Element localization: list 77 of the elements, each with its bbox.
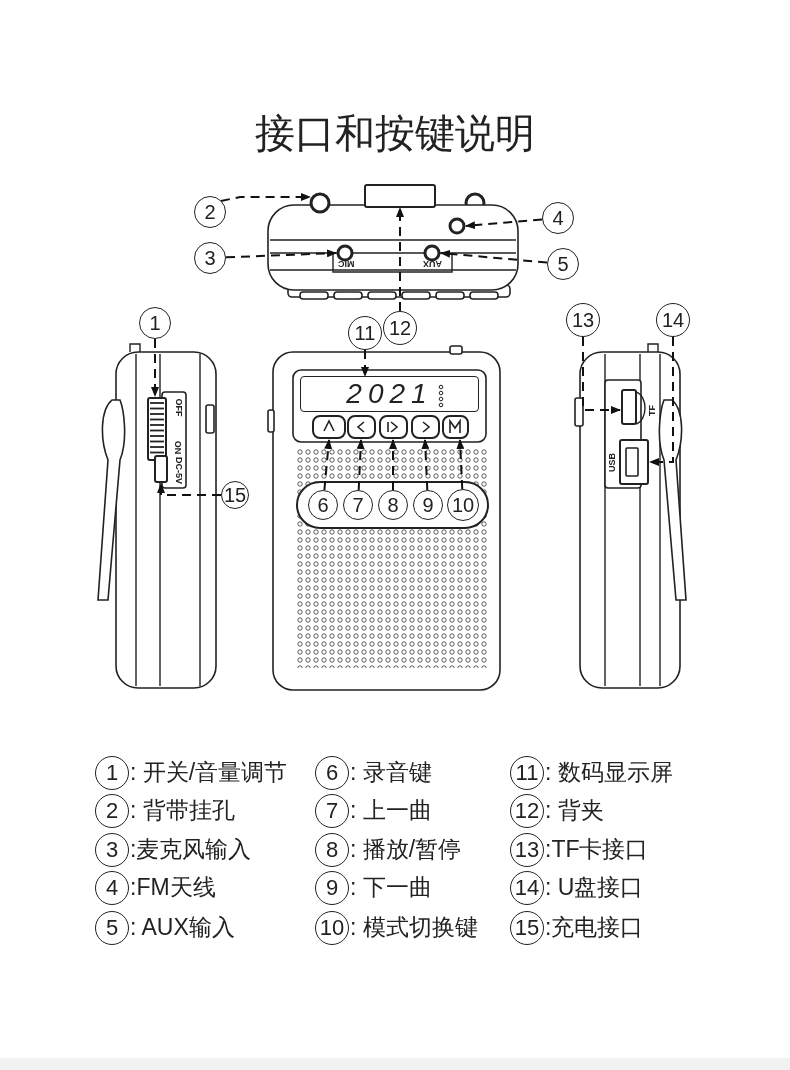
- legend-text: :FM天线: [130, 876, 216, 899]
- legend-text: : 上一曲: [350, 799, 432, 822]
- back-clip: [364, 184, 436, 208]
- leader-line: [361, 349, 369, 377]
- port-label: DC-5V: [173, 456, 183, 484]
- leader-line: [157, 483, 222, 496]
- volume-wheel: [147, 397, 167, 461]
- callout-number: 2: [194, 196, 226, 228]
- leader-line: [582, 336, 621, 414]
- jack: [423, 244, 441, 262]
- callout-number: 14: [656, 303, 690, 337]
- jack: [336, 244, 354, 262]
- switch-label: ON: [173, 440, 183, 454]
- leader-line: [649, 336, 674, 466]
- callout-number: 1: [95, 756, 129, 790]
- legend-text: : 模式切换键: [350, 916, 478, 939]
- callout-number: 15: [510, 911, 544, 945]
- legend-text: :充电接口: [545, 916, 644, 939]
- legend-text: : 播放/暂停: [350, 838, 462, 861]
- callout-number: 12: [383, 311, 417, 345]
- callout-number: 10: [315, 911, 349, 945]
- legend-text: : 开关/音量调节: [130, 761, 288, 784]
- leader-line: [465, 218, 544, 230]
- display: 2021: [300, 376, 479, 412]
- callout-number: 6: [315, 756, 349, 790]
- callout-number: 5: [95, 911, 129, 945]
- leader-line: [396, 207, 404, 312]
- port-label: TF: [647, 404, 657, 416]
- button: [347, 415, 376, 439]
- leader-line: [151, 338, 159, 397]
- callout-number: 7: [315, 794, 349, 828]
- callout-number: 13: [566, 303, 600, 337]
- jack: [448, 217, 466, 235]
- callout-number: 1: [139, 307, 171, 339]
- callout-number: 3: [194, 242, 226, 274]
- callout-number: 11: [510, 756, 544, 790]
- legend-text: : 录音键: [350, 761, 432, 784]
- callout-number: 14: [510, 871, 544, 905]
- legend-text: :TF卡接口: [545, 838, 649, 861]
- callout-number: 12: [510, 794, 544, 828]
- legend-text: : AUX输入: [130, 916, 235, 939]
- leader-line: [323, 439, 333, 492]
- card-slot: [621, 389, 637, 425]
- callout-number: 4: [95, 871, 129, 905]
- leader-line: [389, 439, 397, 491]
- legend-text: : 背带挂孔: [130, 799, 235, 822]
- leader-line: [356, 439, 365, 491]
- title: 接口和按键说明: [254, 113, 536, 153]
- leader-line: [440, 249, 549, 264]
- charging-port: [154, 455, 168, 483]
- switch-label: OFF: [173, 398, 183, 416]
- leader-line: [220, 193, 311, 202]
- callout-number: 4: [542, 202, 574, 234]
- legend-text: : 数码显示屏: [545, 761, 673, 784]
- button: [411, 415, 440, 439]
- strap-loop: [309, 192, 331, 214]
- button: [442, 415, 469, 439]
- callout-number: 13: [510, 833, 544, 867]
- leader-line: [421, 439, 430, 491]
- usb-port: [619, 439, 649, 485]
- callout-number: 5: [547, 248, 579, 280]
- callout-number: 15: [221, 481, 249, 509]
- callout-number: 8: [315, 833, 349, 867]
- callout-number: 2: [95, 794, 129, 828]
- port-label: AUX: [422, 258, 442, 268]
- legend-text: : 下一曲: [350, 876, 432, 899]
- legend-text: : 背夹: [545, 799, 604, 822]
- button: [312, 415, 346, 439]
- legend-text: : U盘接口: [545, 876, 644, 899]
- button: [379, 415, 408, 439]
- port-label: MIC: [337, 258, 354, 268]
- leader-line: [225, 249, 337, 259]
- legend-text: :麦克风输入: [130, 838, 252, 861]
- callout-number: 11: [348, 316, 382, 350]
- callout-number: 9: [315, 871, 349, 905]
- leader-line: [456, 439, 465, 490]
- callout-number: 3: [95, 833, 129, 867]
